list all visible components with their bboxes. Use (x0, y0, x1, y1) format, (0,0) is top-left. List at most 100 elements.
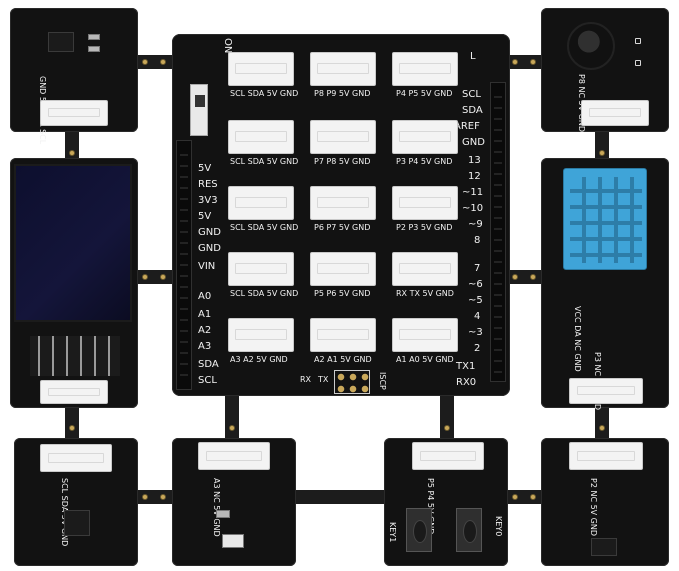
via-hole (229, 425, 235, 431)
grove-port[interactable] (392, 318, 458, 352)
breakaway-bridge (65, 130, 79, 160)
digital-label: ~11 (462, 187, 484, 198)
port-pin-labels: A3 A2 5V GND (230, 355, 288, 364)
grove-port[interactable] (392, 186, 458, 220)
module-analog: A3 NC 5V GND (172, 438, 296, 566)
module-top-left: GND 5V SDA SCL (10, 8, 138, 144)
pin-label: GND (462, 137, 485, 148)
grove-port[interactable] (310, 318, 376, 352)
breakaway-bridge (225, 395, 239, 440)
digital-label: 4 (474, 311, 481, 322)
digital-label: ~10 (462, 203, 484, 214)
key1-button[interactable] (406, 508, 432, 552)
port-pin-labels: P7 P8 5V GND (314, 157, 371, 166)
via-hole (160, 59, 166, 65)
breakaway-bridge (135, 55, 175, 69)
analog-label: A1 (198, 309, 212, 320)
via-hole (444, 425, 450, 431)
port-pin-labels: SCL SDA 5V GND (230, 223, 299, 232)
smd-component (216, 510, 230, 518)
grove-connector (569, 442, 643, 470)
port-pin-labels: P5 P6 5V GND (314, 289, 371, 298)
via-hole (530, 274, 536, 280)
port-pin-labels: RX TX 5V GND (396, 289, 454, 298)
grove-port[interactable] (228, 318, 294, 352)
power-label: GND (198, 243, 221, 254)
breakaway-bridge (505, 270, 545, 284)
ir-receiver (591, 538, 617, 556)
grove-port[interactable] (228, 52, 294, 86)
grove-port[interactable] (228, 186, 294, 220)
port-pin-labels: P8 P9 5V GND (314, 89, 371, 98)
left-header (176, 140, 192, 390)
module-buzzer: P8 NC 5V GND (541, 8, 669, 132)
port-pin-labels: P4 P5 5V GND (396, 89, 453, 98)
grove-connector (569, 378, 643, 404)
key1-label: KEY1 (388, 522, 397, 543)
digital-label: ~5 (468, 295, 483, 306)
via-hole (142, 494, 148, 500)
digital-label: ~9 (468, 219, 483, 230)
smd-component (88, 34, 100, 40)
power-label: VIN (198, 261, 216, 272)
power-label: RES (198, 179, 218, 190)
grove-connector (412, 442, 484, 470)
via-hole (69, 150, 75, 156)
analog-label: SDA (198, 359, 219, 370)
grove-port[interactable] (310, 186, 376, 220)
power-label: 3V3 (198, 195, 218, 206)
power-label: GND (198, 227, 221, 238)
right-header (490, 82, 506, 382)
grove-port[interactable] (392, 252, 458, 286)
key0-button[interactable] (456, 508, 482, 552)
breakaway-bridge (295, 490, 385, 504)
via-hole (142, 59, 148, 65)
digital-label: ~6 (468, 279, 483, 290)
breakaway-bridge (505, 55, 545, 69)
port-pin-labels: P6 P7 5V GND (314, 223, 371, 232)
grove-port[interactable] (310, 52, 376, 86)
port-pin-labels: P2 P3 5V GND (396, 223, 453, 232)
pin-label: SCL (462, 89, 481, 100)
module-bottom-left: SCL SDA 5V GND (14, 438, 138, 566)
smd-component (88, 46, 100, 52)
port-pin-labels: SCL SDA 5V GND (230, 157, 299, 166)
pin-label: SDA (462, 105, 483, 116)
grove-port[interactable] (310, 252, 376, 286)
grove-port[interactable] (310, 120, 376, 154)
grove-port[interactable] (392, 120, 458, 154)
solder-pad (635, 60, 641, 66)
digital-label: 12 (468, 171, 481, 182)
header-pins (494, 87, 502, 377)
grove-port[interactable] (228, 252, 294, 286)
light-sensor (222, 534, 244, 548)
module-keys: P5 P4 5V GND KEY1 KEY0 (384, 438, 508, 566)
digital-label: RX0 (456, 377, 477, 388)
grove-connector (198, 442, 270, 470)
grove-port[interactable] (228, 120, 294, 154)
breakaway-bridge (135, 270, 175, 284)
key0-label: KEY0 (494, 516, 503, 537)
module-dht-sensor: VCC DA NC GND P3 NC 5V GND (541, 158, 669, 410)
via-hole (530, 494, 536, 500)
port-pin-labels: A2 A1 5V GND (314, 355, 372, 364)
grove-connector (40, 444, 112, 472)
ic-chip (64, 510, 90, 536)
grove-port[interactable] (392, 52, 458, 86)
grove-connector (40, 380, 108, 404)
port-pin-labels: SCL SDA 5V GND (230, 289, 299, 298)
icsp-header (334, 370, 370, 394)
breakaway-bridge (440, 395, 454, 440)
module-oled (10, 158, 138, 408)
breakaway-bridge (595, 405, 609, 440)
grove-connector (581, 100, 649, 126)
pin-labels: VCC DA NC GND (573, 306, 582, 372)
breakaway-bridge (65, 405, 79, 440)
pin-label: AREF (454, 121, 480, 132)
power-switch[interactable] (190, 84, 208, 136)
analog-label: A3 (198, 341, 212, 352)
component-grid (30, 336, 120, 376)
breakaway-bridge (595, 130, 609, 160)
sensor-chip (48, 32, 74, 52)
